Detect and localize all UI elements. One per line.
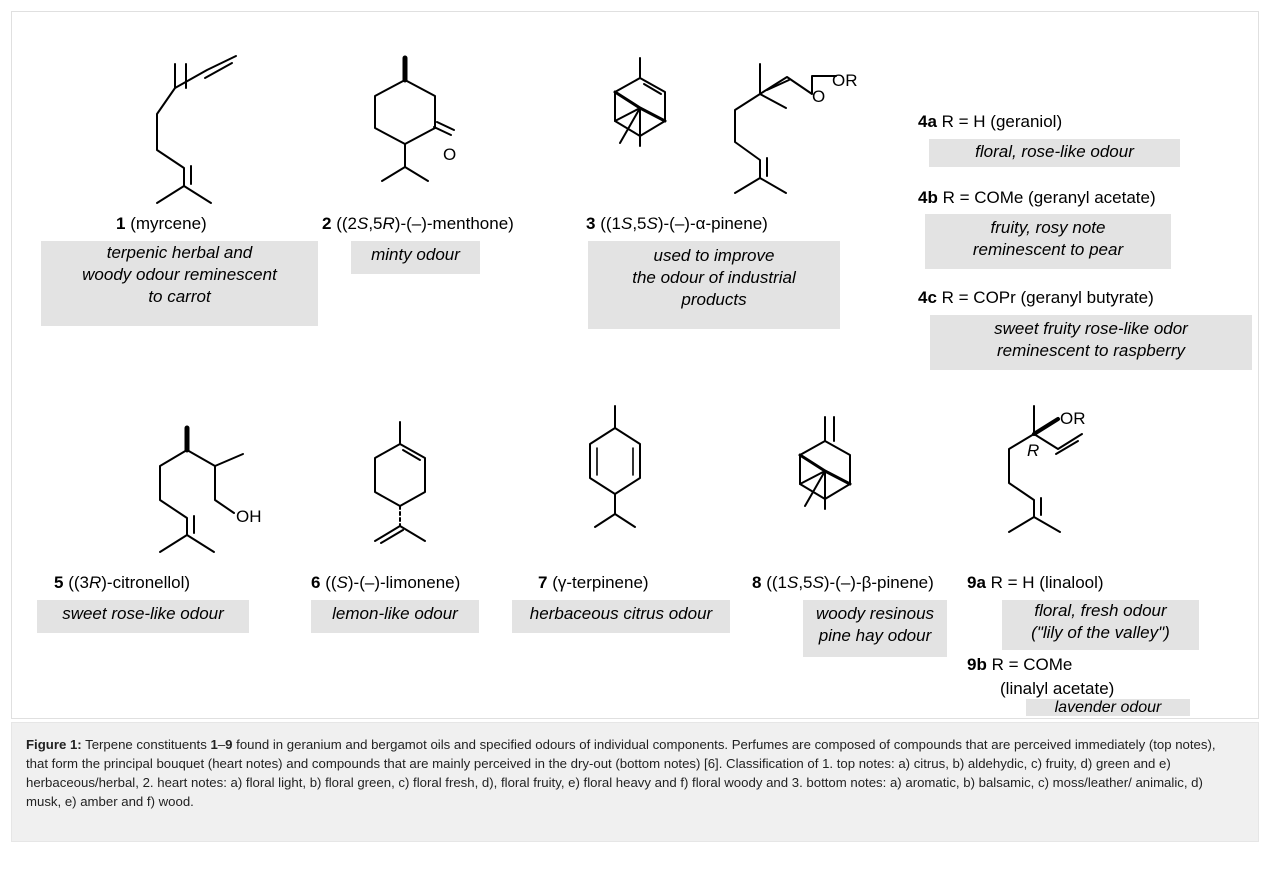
structure-beta-pinene <box>798 416 852 510</box>
odour-box-6: lemon-like odour <box>311 600 479 633</box>
structure-myrcene <box>156 55 237 204</box>
atom-ketone-o-label: O <box>812 87 825 106</box>
odour-box-9b: lavender odour <box>1026 699 1190 716</box>
odour-box-9a: floral, fresh odour("lily of the valley"… <box>1002 600 1199 650</box>
atom-or-geraniol: OR <box>832 71 858 90</box>
figure-caption: Figure 1: Terpene constituents 1–9 found… <box>26 737 1216 809</box>
compound-1-label: 1 (myrcene) <box>116 214 207 233</box>
compound-4a-label: 4a R = H (geraniol) <box>918 112 1063 131</box>
atom-r-stereo-linalool: R <box>1027 441 1039 460</box>
atom-o-menthone: O <box>443 145 456 164</box>
atom-oh-citronellol: OH <box>236 507 262 526</box>
structure-menthone <box>374 55 455 182</box>
compound-2-label: 2 ((2S,5R)-(–)-menthone) <box>322 214 514 233</box>
compound-3-label: 3 ((1S,5S)-(–)-α-pinene) <box>586 214 768 233</box>
compound-6-label: 6 ((S)-(–)-limonene) <box>311 573 461 592</box>
compound-7-label: 7 (γ-terpinene) <box>538 573 649 592</box>
structure-limonene <box>374 421 426 544</box>
atom-or-linalool: OR <box>1060 409 1086 428</box>
structure-alpha-pinene <box>613 57 667 147</box>
figure-caption-panel: Figure 1: Terpene constituents 1–9 found… <box>11 722 1259 842</box>
odour-box-5: sweet rose-like odour <box>37 600 249 633</box>
structure-geraniol <box>734 63 837 194</box>
odour-box-4a: floral, rose-like odour <box>929 139 1180 167</box>
structure-linalool <box>1008 405 1083 533</box>
structure-citronellol <box>159 425 244 553</box>
compound-9a-label: 9a R = H (linalool) <box>967 573 1104 592</box>
compound-4c-label: 4c R = COPr (geranyl butyrate) <box>918 288 1154 307</box>
compound-8-label: 8 ((1S,5S)-(–)-β-pinene) <box>752 573 934 592</box>
caption-label: Figure 1: <box>26 737 82 752</box>
compound-9b-sublabel: (linalyl acetate) <box>1000 679 1115 698</box>
compound-9b-label: 9b R = COMe <box>967 655 1073 674</box>
odour-box-7: herbaceous citrus odour <box>512 600 730 633</box>
compound-4b-label: 4b R = COMe (geranyl acetate) <box>918 188 1156 207</box>
compound-5-label: 5 ((3R)-citronellol) <box>54 573 191 592</box>
structure-gamma-terpinene <box>589 405 641 528</box>
odour-box-2: minty odour <box>351 241 480 274</box>
